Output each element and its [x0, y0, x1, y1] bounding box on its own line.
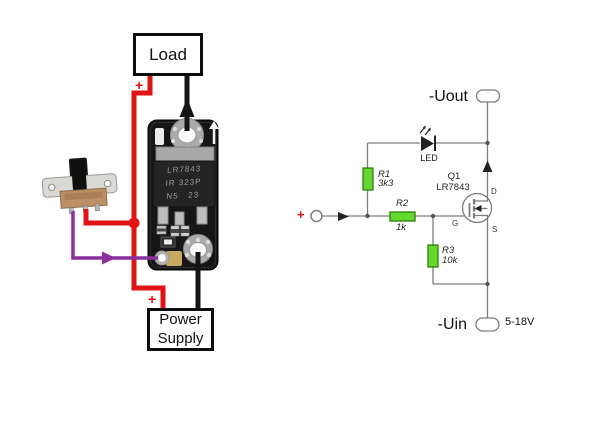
chip-leg-left — [157, 206, 169, 225]
drain-flow-arrow-icon — [482, 160, 493, 172]
mosfet-part-label: LR7843 — [436, 182, 470, 193]
uin-label: -Uin — [437, 316, 467, 333]
voltage-range-label: 5-18V — [505, 316, 535, 328]
red-wire-junction-dot — [128, 217, 140, 229]
input-flow-arrow-icon — [338, 212, 349, 221]
r2-ref-label: R2 — [396, 198, 409, 209]
mosfet-drain-stub — [475, 197, 489, 202]
switch-knob-front — [71, 159, 87, 191]
black-wire-up-arrow-icon — [179, 98, 195, 117]
switch-body-marking — [64, 191, 103, 201]
switch-mount-hole-right — [103, 179, 112, 188]
smd-component-labeled — [160, 236, 176, 248]
purple-wire-arrow-icon — [102, 251, 116, 265]
load-label: Load — [149, 44, 187, 64]
schematic — [310, 89, 501, 332]
load-box: Load — [133, 33, 203, 76]
pcb-top-pad — [170, 118, 204, 152]
power-supply-label: Power Supply — [157, 310, 204, 347]
chip-marking: LR7843 IR 323P N5 23 — [151, 161, 216, 203]
mosfet-ref-label: Q1 — [447, 171, 461, 182]
r1-value-label: 3k3 — [378, 178, 394, 189]
pcb-bottom-left-pad — [154, 250, 170, 266]
mosfet-pin-g-label: G — [452, 219, 459, 228]
chip-leg-middle — [174, 211, 185, 226]
mosfet-symbol — [461, 192, 493, 224]
switch-mount-hole-left — [48, 183, 56, 192]
mosfet-pin-d-label: D — [491, 187, 497, 196]
silkscreen-arrow-icon — [209, 121, 219, 129]
resistor-r2 — [389, 211, 416, 222]
red-wire-switch-branch — [83, 209, 134, 226]
chip-body — [152, 160, 216, 208]
led-triangle — [421, 136, 434, 151]
input-terminal — [310, 209, 323, 223]
silkscreen-mark — [155, 128, 164, 145]
gold-pad-area — [166, 251, 182, 266]
r2-value-label: 1k — [396, 222, 407, 233]
uout-label: -Uout — [428, 88, 468, 105]
led-light-arrows-icon — [419, 125, 431, 136]
mosfet-module-pcb — [147, 118, 219, 271]
junction-dots — [365, 140, 490, 287]
r3-branch — [432, 216, 488, 285]
smd-resistors — [156, 225, 190, 237]
mosfet-body-arrow-icon — [474, 205, 482, 212]
r3-ref-label: R3 — [442, 245, 455, 256]
slide-switch — [41, 157, 118, 215]
r1-ref-label: R1 — [378, 169, 391, 180]
resistor-r1 — [362, 167, 374, 191]
chip-leg-right — [196, 206, 208, 225]
uin-terminal — [475, 317, 500, 332]
r3-value-label: 10k — [442, 255, 458, 266]
switch-pin-3 — [94, 203, 100, 212]
led-label: LED — [420, 153, 438, 163]
mosfet-source-stub — [475, 214, 489, 219]
mosfet-pin-s-label: S — [492, 225, 498, 234]
purple-wire — [71, 211, 158, 260]
plus-sign-top: + — [135, 77, 144, 93]
resistor-r3 — [427, 244, 439, 268]
uout-terminal — [475, 89, 501, 103]
led-symbol — [419, 125, 436, 151]
plus-sign-bottom: + — [148, 291, 157, 307]
red-wire-main — [131, 76, 166, 308]
wiring-illustration — [41, 76, 219, 308]
pcb-bottom-right-pad — [183, 234, 213, 264]
r1-led-branch — [366, 142, 420, 216]
power-supply-box: Power Supply — [147, 308, 214, 351]
schematic-input-plus: + — [297, 207, 305, 222]
